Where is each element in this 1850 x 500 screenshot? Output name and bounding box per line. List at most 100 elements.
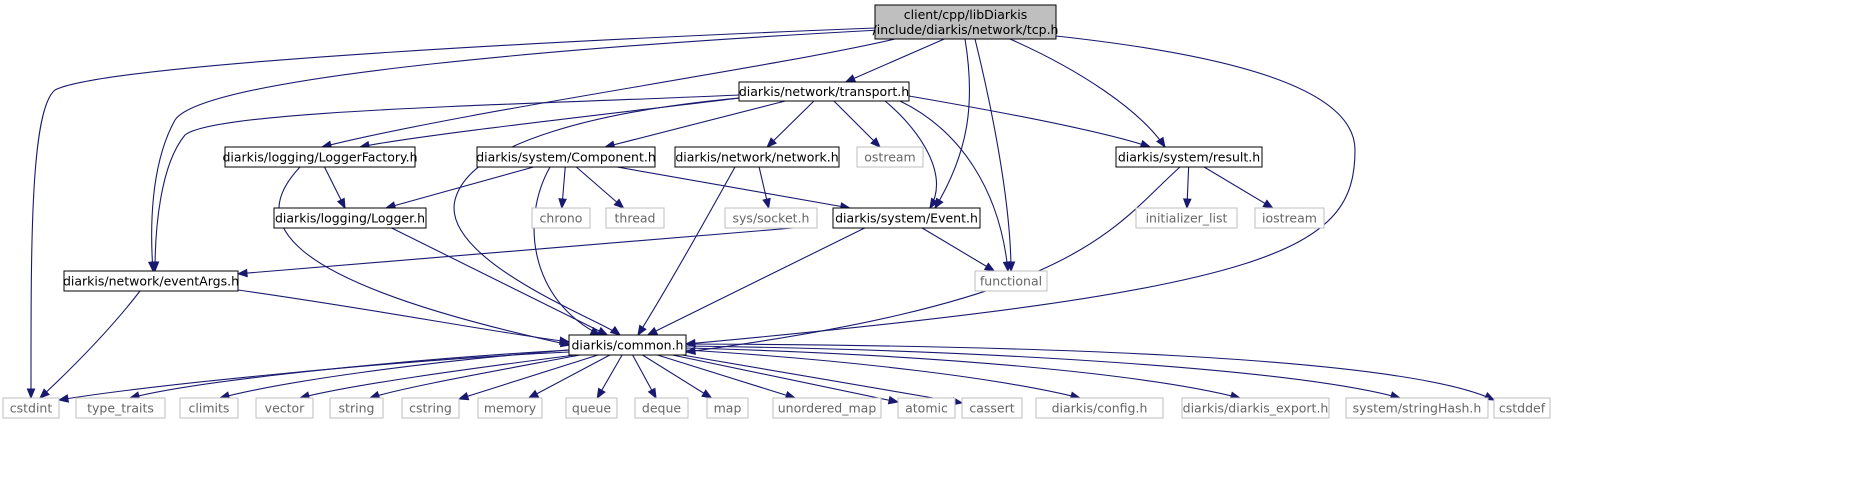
node-chrono: chrono (531, 207, 591, 229)
arrowhead-common-to-cstdint (57, 394, 70, 403)
edge-result-to-iostream (1203, 166, 1274, 209)
edge-common-to-unordered_map (657, 354, 796, 399)
node-box-map (706, 397, 749, 419)
edge-tcp-to-cstdint (30, 27, 876, 399)
node-syssocket: sys/socket.h (724, 207, 818, 229)
node-loggerfactory[interactable]: diarkis/logging/LoggerFactory.h (222, 146, 418, 168)
arrowhead-common-to-cstring (457, 391, 470, 401)
node-network[interactable]: diarkis/network/network.h (674, 146, 840, 168)
edge-loggerfactory-to-common (278, 166, 571, 346)
node-label-eventargs: diarkis/network/eventArgs.h (63, 274, 239, 289)
node-label-syssocket: sys/socket.h (733, 211, 810, 226)
arrowhead-component-to-thread (613, 198, 625, 209)
nodes-layer: client/cpp/libDiarkis/include/diarkis/ne… (2, 4, 1551, 419)
node-box-common (568, 334, 687, 356)
edge-common-to-cstring (458, 354, 599, 400)
node-label-memory: memory (484, 401, 537, 416)
arrowhead-network-to-syssocket (762, 197, 771, 210)
edge-common-to-stringhash (685, 345, 1401, 399)
arrowhead-transport-to-event (929, 197, 939, 210)
node-label-unordered_map: unordered_map (778, 401, 877, 416)
node-box-network (674, 146, 840, 168)
edge-component-to-thread (575, 166, 624, 209)
node-label-tcp: client/cpp/libDiarkis (904, 7, 1028, 22)
edge-tcp-to-eventargs (151, 29, 881, 272)
node-transport[interactable]: diarkis/network/transport.h (738, 81, 910, 102)
node-logger[interactable]: diarkis/logging/Logger.h (273, 207, 427, 229)
edge-component-to-common (533, 166, 601, 336)
edge-event-to-common (647, 227, 865, 336)
node-label-climits: climits (189, 401, 230, 416)
arrowhead-common-to-memory (527, 389, 540, 399)
node-label-string: string (339, 401, 375, 416)
node-label-cstring: cstring (409, 401, 452, 416)
node-label-logger: diarkis/logging/Logger.h (275, 211, 425, 226)
node-result[interactable]: diarkis/system/result.h (1115, 146, 1263, 168)
node-label-diarkis_export: diarkis/diarkis_export.h (1183, 401, 1329, 416)
node-cstddef: cstddef (1493, 397, 1551, 419)
arrowhead-tcp-to-transport (844, 74, 857, 83)
arrowhead-event-to-functional (983, 262, 996, 272)
node-label-iostream: iostream (1262, 211, 1317, 226)
edge-tcp-to-functional (974, 38, 1012, 272)
node-box-string (329, 397, 384, 419)
edge-transport-to-network (766, 100, 815, 148)
node-label-deque: deque (642, 401, 681, 416)
node-label-type_traits: type_traits (87, 401, 154, 416)
node-box-tcp (874, 4, 1057, 40)
node-box-cstddef (1493, 397, 1551, 419)
node-box-logger (273, 207, 427, 229)
node-box-atomic (897, 397, 956, 419)
arrowhead-common-to-map (701, 389, 713, 399)
node-label-event: diarkis/system/Event.h (835, 211, 978, 226)
node-box-initlist (1135, 207, 1238, 229)
arrowhead-common-to-queue (596, 387, 606, 400)
node-box-deque (634, 397, 689, 419)
edge-tcp-to-loggerfactory (321, 38, 896, 148)
node-event[interactable]: diarkis/system/Event.h (832, 207, 981, 229)
node-label-cstdint: cstdint (10, 401, 53, 416)
node-label-network: diarkis/network/network.h (675, 150, 838, 165)
node-cassert: cassert (961, 397, 1023, 419)
node-map: map (706, 397, 749, 419)
arrowhead-result-to-iostream (1262, 199, 1274, 209)
arrowhead-transport-to-common (609, 325, 622, 336)
edge-tcp-to-event (934, 38, 971, 209)
edge-transport-to-functional (899, 100, 1009, 272)
node-box-loggerfactory (224, 146, 416, 168)
node-component[interactable]: diarkis/system/Component.h (476, 146, 656, 168)
arrowhead-transport-to-eventargs (150, 261, 160, 273)
node-box-cassert (961, 397, 1023, 419)
edge-common-to-cstdint (58, 351, 570, 401)
arrowhead-tcp-to-cstdint (26, 388, 36, 400)
node-thread: thread (605, 207, 665, 229)
node-label-cstddef: cstddef (1499, 401, 1546, 416)
node-box-config (1035, 397, 1164, 419)
node-label-thread: thread (615, 211, 656, 226)
arrowhead-component-to-chrono (558, 198, 567, 210)
arrowhead-tcp-to-result (1156, 136, 1166, 149)
node-label-functional: functional (980, 274, 1042, 289)
node-eventargs[interactable]: diarkis/network/eventArgs.h (63, 270, 239, 292)
node-iostream: iostream (1254, 207, 1325, 229)
node-deque: deque (634, 397, 689, 419)
node-tcp[interactable]: client/cpp/libDiarkis/include/diarkis/ne… (873, 4, 1059, 40)
arrowhead-transport-to-functional (1002, 261, 1012, 273)
edge-common-to-cassert (682, 354, 963, 404)
node-box-ostream (856, 146, 924, 168)
arrowhead-tcp-to-common (684, 338, 696, 348)
edge-eventargs-to-common (237, 289, 570, 343)
node-type_traits: type_traits (75, 397, 166, 419)
arrowhead-event-to-common (646, 326, 659, 336)
edge-transport-to-eventargs (154, 94, 740, 272)
node-common[interactable]: diarkis/common.h (568, 334, 687, 356)
node-memory: memory (477, 397, 543, 419)
edge-transport-to-event (884, 100, 937, 209)
node-atomic: atomic (897, 397, 956, 419)
edge-common-to-vector (299, 354, 576, 399)
arrowhead-result-to-initlist (1182, 198, 1192, 210)
node-label-tcp: /include/diarkis/network/tcp.h (873, 22, 1059, 37)
node-box-eventargs (63, 270, 239, 292)
node-label-config: diarkis/config.h (1052, 401, 1148, 416)
